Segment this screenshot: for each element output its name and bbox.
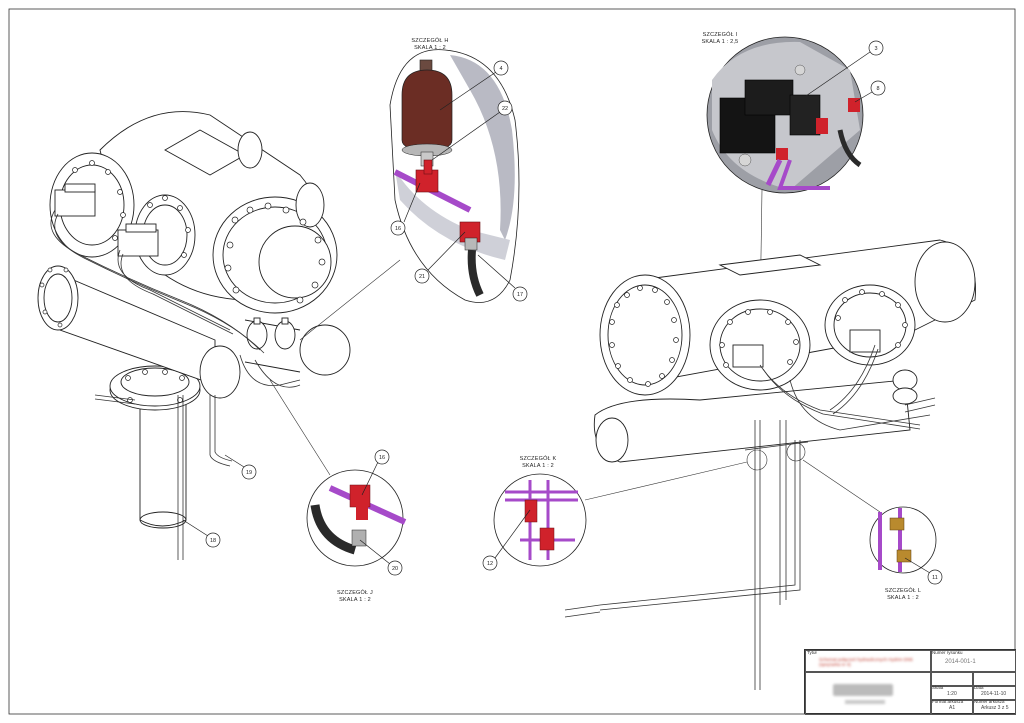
blank-cell-b — [972, 671, 1016, 687]
format-caption: Format arkusza — [932, 699, 964, 704]
leader-line-l — [802, 459, 881, 513]
company-name — [845, 700, 885, 704]
scale-cell — [930, 685, 974, 701]
leader-line-j — [269, 379, 331, 476]
detail-j-title: SZCZEGÓŁ J — [337, 589, 373, 596]
company-logo — [833, 684, 893, 696]
detail-h: SZCZEGÓŁ H SKALA 1 : 2 — [389, 37, 520, 303]
balloon-labels: 4 22 16 21 17 3 8 19 18 16 20 12 11 — [210, 46, 938, 581]
leader-line-k — [584, 461, 748, 501]
detail-l: SZCZEGÓŁ L SKALA 1 : 2 — [869, 506, 937, 601]
date-caption: Data — [974, 685, 984, 690]
date-cell — [972, 685, 1016, 701]
sheet-cell — [972, 699, 1016, 715]
balloon-21: 21 — [419, 274, 425, 280]
left-assembly — [37, 111, 351, 529]
sheet-caption: Numer arkusza — [974, 699, 1005, 704]
format-cell — [930, 699, 974, 715]
detail-k-marker — [746, 449, 768, 471]
balloon-20: 20 — [392, 566, 398, 572]
detail-k-scale: SKALA 1 : 2 — [522, 463, 554, 469]
detail-j: SZCZEGÓŁ J SKALA 1 : 2 — [306, 469, 407, 603]
balloon-18: 18 — [210, 538, 216, 544]
title-block: Tytuł Schemat połączeń hydraulicznych Hy… — [804, 649, 1016, 715]
date-value: 2014-11-10 — [981, 691, 1007, 697]
balloon-16-j: 16 — [379, 455, 385, 461]
balloon-3: 3 — [874, 46, 877, 52]
detail-l-marker — [786, 442, 806, 462]
detail-i: SZCZEGÓŁ I SKALA 1 : 2,5 — [702, 31, 864, 194]
right-hydraulic-lines — [564, 344, 936, 690]
leader-line-h — [299, 259, 401, 341]
detail-h-scale: SKALA 1 : 2 — [414, 45, 446, 51]
detail-i-title: SZCZEGÓŁ I — [703, 31, 738, 38]
balloon-4: 4 — [499, 66, 502, 72]
logo-cell — [805, 671, 932, 715]
scale-value: 1:20 — [947, 691, 957, 697]
title-text: Schemat połączeń hydraulicznych Hydrim D… — [819, 657, 913, 667]
balloon-16-h: 16 — [395, 226, 401, 232]
left-bolts — [39, 160, 326, 403]
format-value: A1 — [949, 705, 956, 711]
balloon-12: 12 — [487, 561, 493, 567]
drawing-no-caption: Numer rysunku — [932, 650, 963, 655]
balloon-8: 8 — [876, 86, 879, 92]
detail-k-title: SZCZEGÓŁ K — [520, 455, 557, 462]
balloon-11: 11 — [932, 575, 938, 581]
balloon-22: 22 — [502, 106, 508, 112]
detail-l-title: SZCZEGÓŁ L — [885, 587, 921, 594]
scale-caption: Skala — [932, 685, 944, 690]
left-hydraulic-lines — [50, 209, 301, 560]
detail-i-scale: SKALA 1 : 2,5 — [702, 39, 739, 45]
balloons — [182, 40, 943, 585]
sheet-border — [8, 8, 1016, 715]
detail-h-title: SZCZEGÓŁ H — [411, 37, 448, 44]
right-bolts — [609, 285, 908, 387]
detail-k: SZCZEGÓŁ K SKALA 1 : 2 — [493, 455, 587, 567]
detail-l-scale: SKALA 1 : 2 — [887, 595, 919, 601]
blank-cell-a — [930, 671, 974, 687]
title-caption: Tytuł — [807, 650, 817, 655]
sheet-value: Arkusz 3 z 5 — [981, 705, 1009, 711]
balloon-17: 17 — [517, 292, 523, 298]
balloon-19: 19 — [246, 470, 252, 476]
detail-j-scale: SKALA 1 : 2 — [339, 597, 371, 603]
drawing-no: 2014-001-1 — [945, 659, 976, 665]
title-cell — [805, 650, 932, 673]
